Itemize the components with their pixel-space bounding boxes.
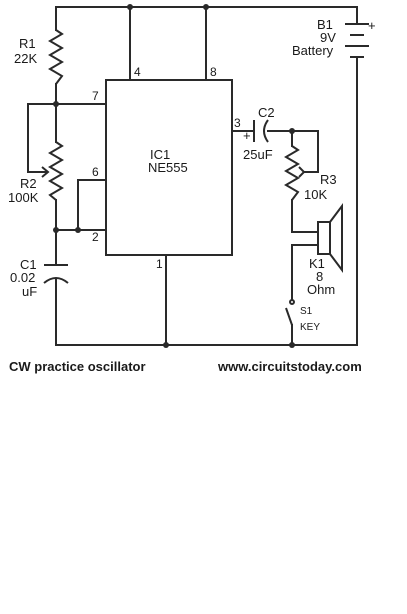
- junction-dot: [289, 128, 295, 134]
- key-switch-s1: S1 KEY: [285, 299, 320, 333]
- c2-value: 25uF: [243, 147, 273, 162]
- ic-part: NE555: [148, 160, 188, 175]
- r1-value: 22K: [14, 51, 37, 66]
- r2-wiper-arrow: [41, 166, 50, 178]
- c1-value-line1: 0.02: [10, 270, 35, 285]
- speaker-cone: [329, 203, 343, 273]
- battery-voltage: 9V: [320, 30, 336, 45]
- junction-dot: [203, 4, 209, 10]
- battery-polarity: +: [368, 18, 376, 33]
- pin-3-label: 3: [234, 116, 241, 130]
- r2-value: 100K: [8, 190, 39, 205]
- r1-ref: R1: [19, 36, 36, 51]
- junction-dot: [163, 342, 169, 348]
- c2-plate-right: [263, 119, 269, 143]
- pin-2-label: 2: [92, 230, 99, 244]
- ic-555: IC1 NE555 4 8 7 6 2 3 1: [92, 65, 241, 271]
- ic-body: [105, 79, 233, 256]
- c1-value-line2: uF: [22, 284, 37, 299]
- junction-dot: [53, 227, 59, 233]
- r2-ref: R2: [20, 176, 37, 191]
- junction-dot: [289, 342, 295, 348]
- r3-value: 10K: [304, 187, 327, 202]
- k1-value-line1: 8: [316, 269, 323, 284]
- c1-ref: C1: [20, 257, 37, 272]
- s1-ref: S1: [300, 306, 313, 317]
- junction-dot: [127, 4, 133, 10]
- resistor-r1-symbol: [48, 29, 64, 85]
- k1-ref: K1: [309, 256, 325, 271]
- pin-6-label: 6: [92, 165, 99, 179]
- s1-label: KEY: [300, 322, 320, 333]
- pin-8-label: 8: [210, 65, 217, 79]
- c2-ref: C2: [258, 105, 275, 120]
- speaker-body: [317, 221, 331, 255]
- potentiometer-r2: R2 100K: [8, 141, 64, 205]
- battery-ref: B1: [317, 17, 333, 32]
- junction-dot: [75, 227, 81, 233]
- pin-7-label: 7: [92, 89, 99, 103]
- site-credit: www.circuitstoday.com: [217, 359, 362, 374]
- pin-4-label: 4: [134, 65, 141, 79]
- s1-contact-top: [289, 299, 295, 305]
- diagram-title: CW practice oscillator: [9, 359, 146, 374]
- r3-ref: R3: [320, 172, 337, 187]
- junction-dot: [53, 101, 59, 107]
- potentiometer-r3: R3 10K: [284, 145, 337, 202]
- battery-type: Battery: [292, 43, 334, 58]
- battery-b1: + B1 9V Battery: [292, 17, 376, 67]
- resistor-r1: R1 22K: [14, 29, 64, 85]
- ic-ref: IC1: [150, 147, 170, 162]
- speaker-k1: K1 8 Ohm: [307, 203, 343, 297]
- s1-lever: [285, 307, 293, 326]
- wires: [27, 6, 358, 346]
- pin-1-label: 1: [156, 257, 163, 271]
- capacitor-c2: C2 + 25uF: [243, 105, 275, 162]
- c2-polarity: +: [243, 128, 251, 143]
- k1-value-line2: Ohm: [307, 282, 335, 297]
- potentiometer-r2-symbol: [48, 141, 64, 201]
- potentiometer-r3-symbol: [284, 145, 300, 201]
- capacitor-c1: C1 0.02 uF: [10, 257, 69, 299]
- junctions: [53, 4, 295, 348]
- r3-wiper-arrow: [298, 166, 306, 178]
- c1-plate-bottom: [43, 277, 69, 284]
